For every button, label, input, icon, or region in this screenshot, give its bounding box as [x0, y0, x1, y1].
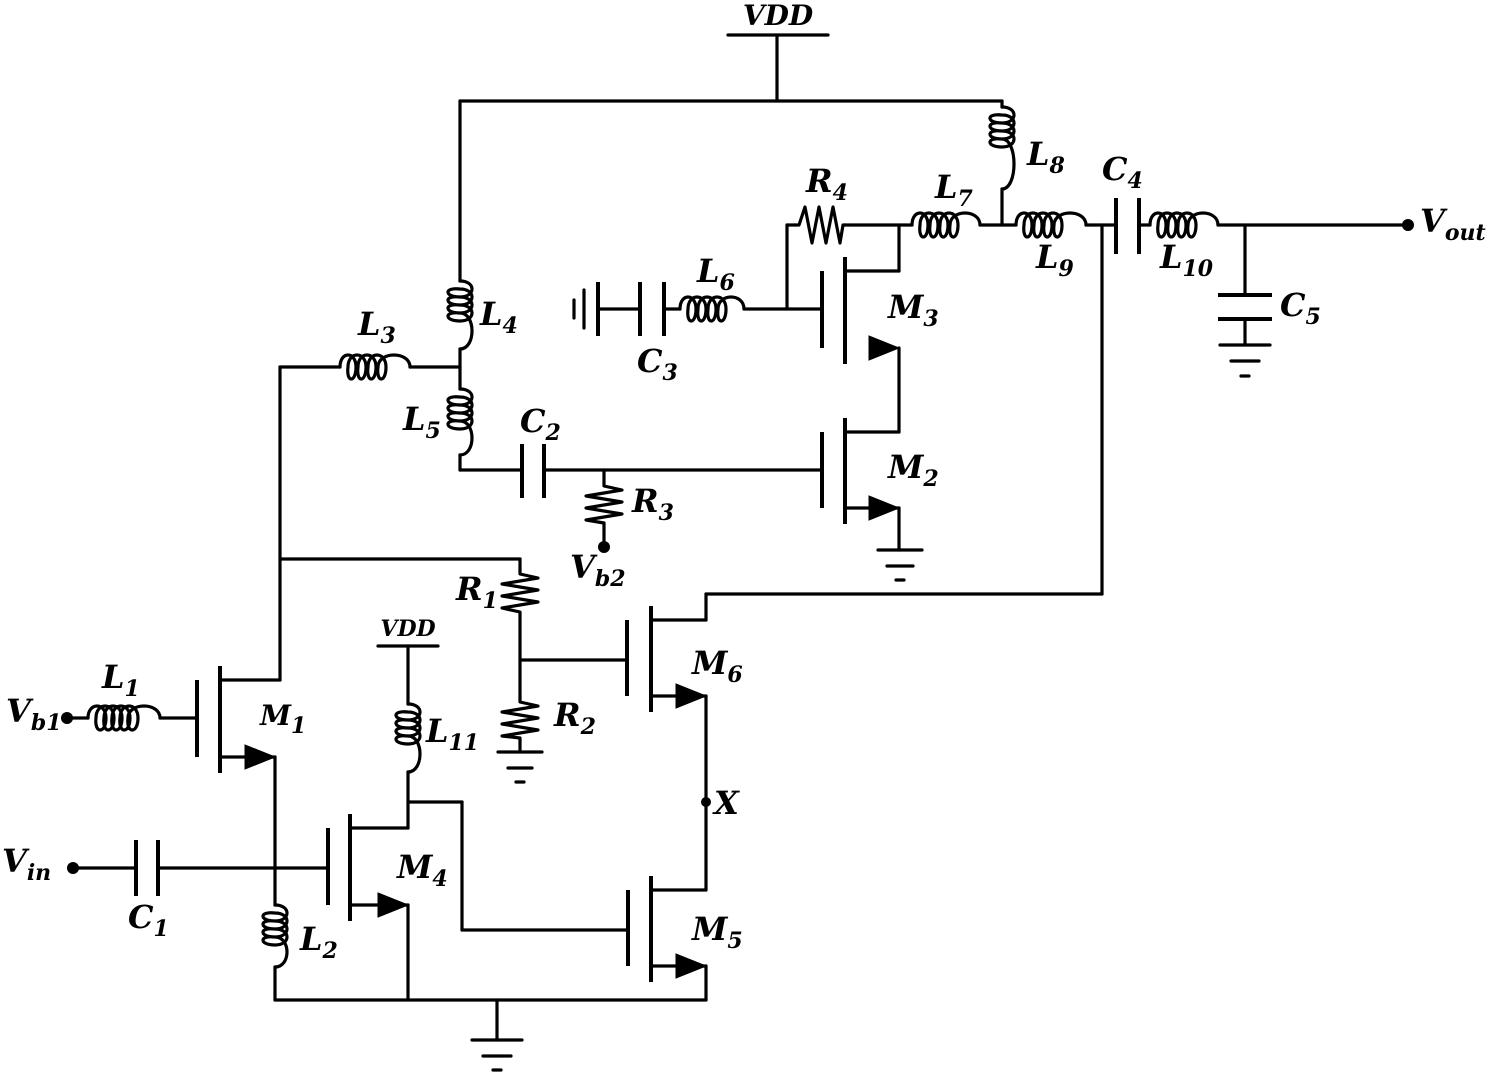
inductor-L11 [394, 702, 422, 774]
label-R1: R1 [455, 570, 498, 614]
label-L7: L7 [934, 168, 974, 212]
resistor-R4 [793, 205, 847, 245]
label-M4: M4 [396, 848, 448, 892]
label-M2: M2 [887, 448, 939, 492]
wires [65, 33, 1410, 1072]
inductor-L2 [261, 903, 289, 969]
vb2-label: Vb2 [570, 548, 626, 592]
label-L9: L9 [1035, 238, 1074, 282]
transistor-M2 [820, 418, 901, 524]
inductor-L3 [338, 353, 412, 381]
label-L1: L1 [101, 658, 140, 702]
capacitor-C1 [134, 840, 160, 896]
transistor-M1 [195, 666, 277, 773]
inductor-L8 [988, 105, 1016, 191]
label-C1: C1 [128, 898, 169, 942]
resistor-R1 [500, 568, 540, 616]
capacitor-C3 [638, 282, 666, 336]
vb1-label: Vb1 [6, 692, 62, 736]
inductor-L4 [446, 279, 474, 351]
inductor-L6 [678, 295, 746, 323]
vin-label: Vin [2, 842, 51, 886]
transistors [195, 257, 901, 982]
label-L3: L3 [357, 305, 396, 349]
label-M3: M3 [887, 288, 939, 332]
capacitor-C2 [520, 444, 546, 498]
capacitor-C5 [1218, 293, 1272, 321]
label-R3: R3 [631, 482, 674, 526]
resistor-R3 [584, 480, 624, 527]
label-L2: L2 [299, 920, 338, 964]
label-M5: M5 [691, 910, 743, 954]
vin-terminal [67, 862, 79, 874]
inductors [86, 105, 1220, 969]
label-R4: R4 [805, 162, 848, 206]
label-C3: C3 [637, 342, 678, 386]
transistor-M5 [626, 876, 708, 982]
node-x-label: X [712, 784, 740, 822]
inductor-L1 [86, 704, 162, 732]
vdd-local-label: VDD [380, 616, 435, 642]
label-C5: C5 [1280, 286, 1321, 330]
label-L11: L11 [425, 712, 479, 756]
label-L5: L5 [402, 400, 441, 444]
label-M6: M6 [691, 644, 743, 688]
vout-label: Vout [1420, 202, 1486, 246]
label-L8: L8 [1026, 135, 1065, 179]
vb2-terminal [598, 541, 610, 553]
vdd-top-label: VDD [743, 0, 814, 32]
capacitor-C4 [1114, 198, 1141, 254]
transistor-M3 [820, 257, 901, 364]
inductor-L7 [910, 211, 982, 239]
transistor-M6 [625, 606, 708, 712]
label-C4: C4 [1102, 150, 1143, 194]
capacitors [134, 198, 1272, 896]
node-x-dot [701, 797, 711, 807]
vout-terminal [1402, 219, 1414, 231]
vb1-terminal [61, 712, 73, 724]
terminals [61, 219, 1414, 874]
inductor-L9 [1014, 211, 1088, 239]
label-M1: M1 [259, 699, 306, 739]
label-L4: L4 [479, 295, 518, 339]
resistor-R2 [500, 696, 540, 742]
label-L6: L6 [696, 252, 735, 296]
inductor-L5 [446, 387, 474, 457]
labels: VDD VDD Vb1 Vin Vout Vb2 X L1 L2 L3 L4 L… [2, 0, 1486, 964]
label-C2: C2 [520, 402, 561, 446]
label-L10: L10 [1159, 238, 1214, 282]
resistors [500, 205, 847, 742]
label-R2: R2 [553, 696, 596, 740]
transistor-M4 [326, 814, 410, 921]
inductor-L10 [1148, 211, 1220, 239]
